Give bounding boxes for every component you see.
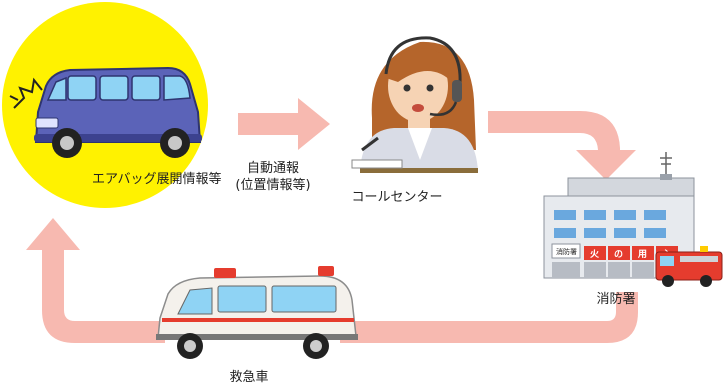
notify-edge-label: 自動通報 (位置情報等) (235, 160, 310, 194)
fire-station-label: 消防署 (596, 292, 636, 307)
banner-tile-1 (584, 246, 606, 260)
ambulance-label: 救急車 (229, 370, 269, 385)
arrow-call-to-fire (488, 111, 636, 180)
banner-tile-3 (632, 246, 654, 260)
banner-char-3: 用 (637, 249, 647, 260)
banner-tile-2 (608, 246, 630, 260)
notify-label-line2: (位置情報等) (235, 178, 311, 193)
ambulance-icon (156, 266, 358, 359)
fire-engine-icon (655, 246, 723, 287)
car-label: エアバッグ展開情報等 (92, 172, 222, 187)
arrow-ambulance-to-car (26, 218, 165, 343)
notify-label-line1: 自動通報 (246, 161, 299, 176)
station-sign-text: 消防署 (556, 247, 577, 256)
banner-char-1: 火 (590, 249, 600, 260)
banner-char-2: の (614, 249, 623, 260)
call-center-label: コールセンター (351, 190, 443, 205)
fire-station-icon: 消防署 火 の 用 心 (543, 152, 695, 279)
arrow-fire-to-ambulance (340, 292, 638, 343)
flow-arrows (26, 98, 638, 343)
arrow-car-to-call (238, 98, 330, 150)
minivan-icon (9, 66, 202, 158)
operator-icon (351, 36, 478, 173)
